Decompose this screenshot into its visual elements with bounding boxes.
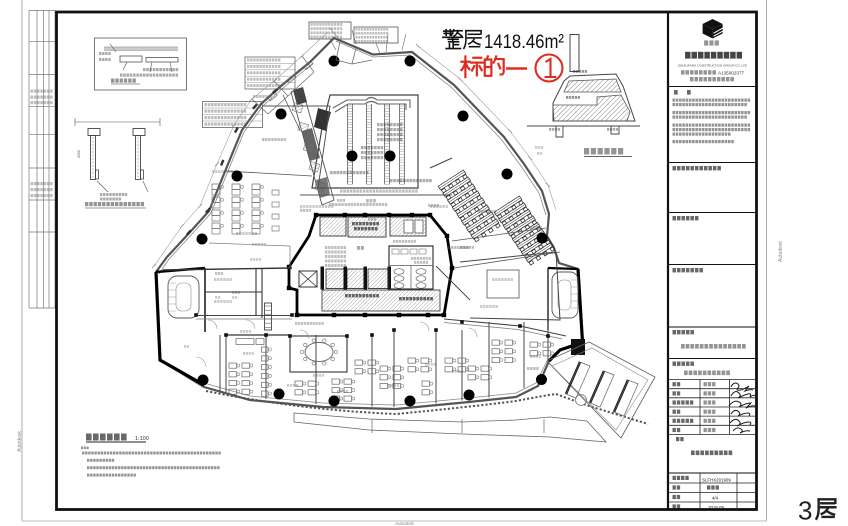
svg-text:2019.09: 2019.09 bbox=[708, 505, 724, 510]
svg-text:1418.46m²: 1418.46m² bbox=[484, 31, 564, 53]
svg-text:4/4: 4/4 bbox=[712, 496, 719, 501]
svg-text:Autodesk: Autodesk bbox=[395, 521, 415, 526]
svg-text:A135002377: A135002377 bbox=[718, 71, 745, 76]
svg-text:2000: 2000 bbox=[77, 150, 81, 158]
svg-text:3: 3 bbox=[798, 496, 812, 526]
svg-text:Autodesk: Autodesk bbox=[778, 241, 784, 262]
svg-text:1:100: 1:100 bbox=[135, 436, 149, 442]
svg-text:SLFHX201909: SLFHX201909 bbox=[702, 477, 731, 482]
svg-text:Autodesk: Autodesk bbox=[17, 431, 23, 452]
svg-text:SHUILIFANG CONSTRUCTION GROUP: SHUILIFANG CONSTRUCTION GROUP CO.,LTD bbox=[678, 63, 748, 67]
